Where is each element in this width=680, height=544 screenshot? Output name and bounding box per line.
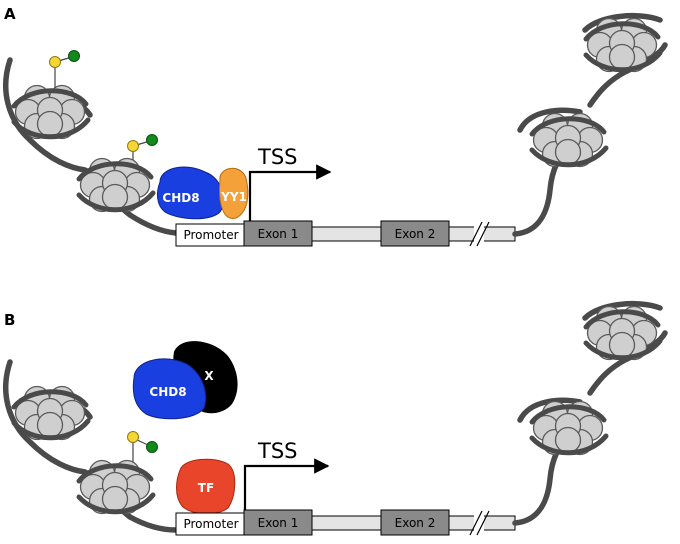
intron-1-box	[311, 515, 383, 531]
nucleosome-icon	[532, 402, 606, 455]
chd8-protein	[156, 166, 224, 220]
x-label: X	[204, 369, 214, 383]
exon-2-box	[380, 220, 450, 247]
tss-label: TSS	[257, 145, 298, 169]
histone-mark-icon	[127, 431, 158, 462]
nucleosome-icon	[14, 387, 88, 440]
histone-mark-icon	[127, 134, 158, 160]
exon-1-box	[243, 220, 313, 247]
panel-b-letter: B	[4, 311, 15, 329]
histone-mark-icon	[49, 50, 80, 88]
exon-2-box	[380, 509, 450, 536]
panel-a-letter: A	[4, 5, 16, 23]
yy1-protein	[219, 167, 249, 219]
tss-label: TSS	[257, 439, 298, 463]
break-mark-icon	[469, 510, 490, 536]
tf-protein	[176, 458, 236, 515]
chd8-protein	[132, 358, 207, 420]
exon-1-label: Exon 1	[258, 227, 299, 241]
promoter-label: Promoter	[183, 517, 238, 531]
exon-2-label: Exon 2	[395, 227, 436, 241]
dna-strand-left	[3, 57, 179, 236]
exon-2-label: Exon 2	[395, 516, 436, 530]
nucleosome-icon	[532, 114, 606, 167]
panel-a: A CHD8 YY1 TSS Promoter	[3, 5, 668, 247]
nucleosome-icon	[79, 461, 153, 514]
chd8-label: CHD8	[149, 385, 186, 399]
promoter-label: Promoter	[183, 228, 238, 242]
exon-1-box	[243, 509, 313, 536]
nucleosome-icon	[14, 86, 88, 139]
exon-1-label: Exon 1	[258, 516, 299, 530]
dna-loop-right	[517, 107, 583, 133]
intron-1-box	[311, 226, 383, 242]
nucleosome-icon	[586, 19, 660, 72]
tss-arrow-icon	[248, 164, 332, 222]
panel-b: B X CHD8 TF TSS Promoter Exon 1 Exon 2	[3, 300, 668, 536]
dna-strand-left	[3, 359, 179, 533]
dna-loop-right	[517, 397, 583, 423]
tss-arrow-icon	[243, 458, 330, 518]
nucleosome-icon	[586, 307, 660, 360]
chd8-label: CHD8	[162, 191, 199, 205]
tf-label: TF	[198, 481, 214, 495]
dna-loop-top-right	[582, 12, 663, 33]
break-mark-icon	[469, 221, 490, 247]
nucleosome-icon	[79, 159, 153, 212]
yy1-label: YY1	[220, 190, 247, 204]
dna-loop-top-right	[582, 300, 663, 321]
